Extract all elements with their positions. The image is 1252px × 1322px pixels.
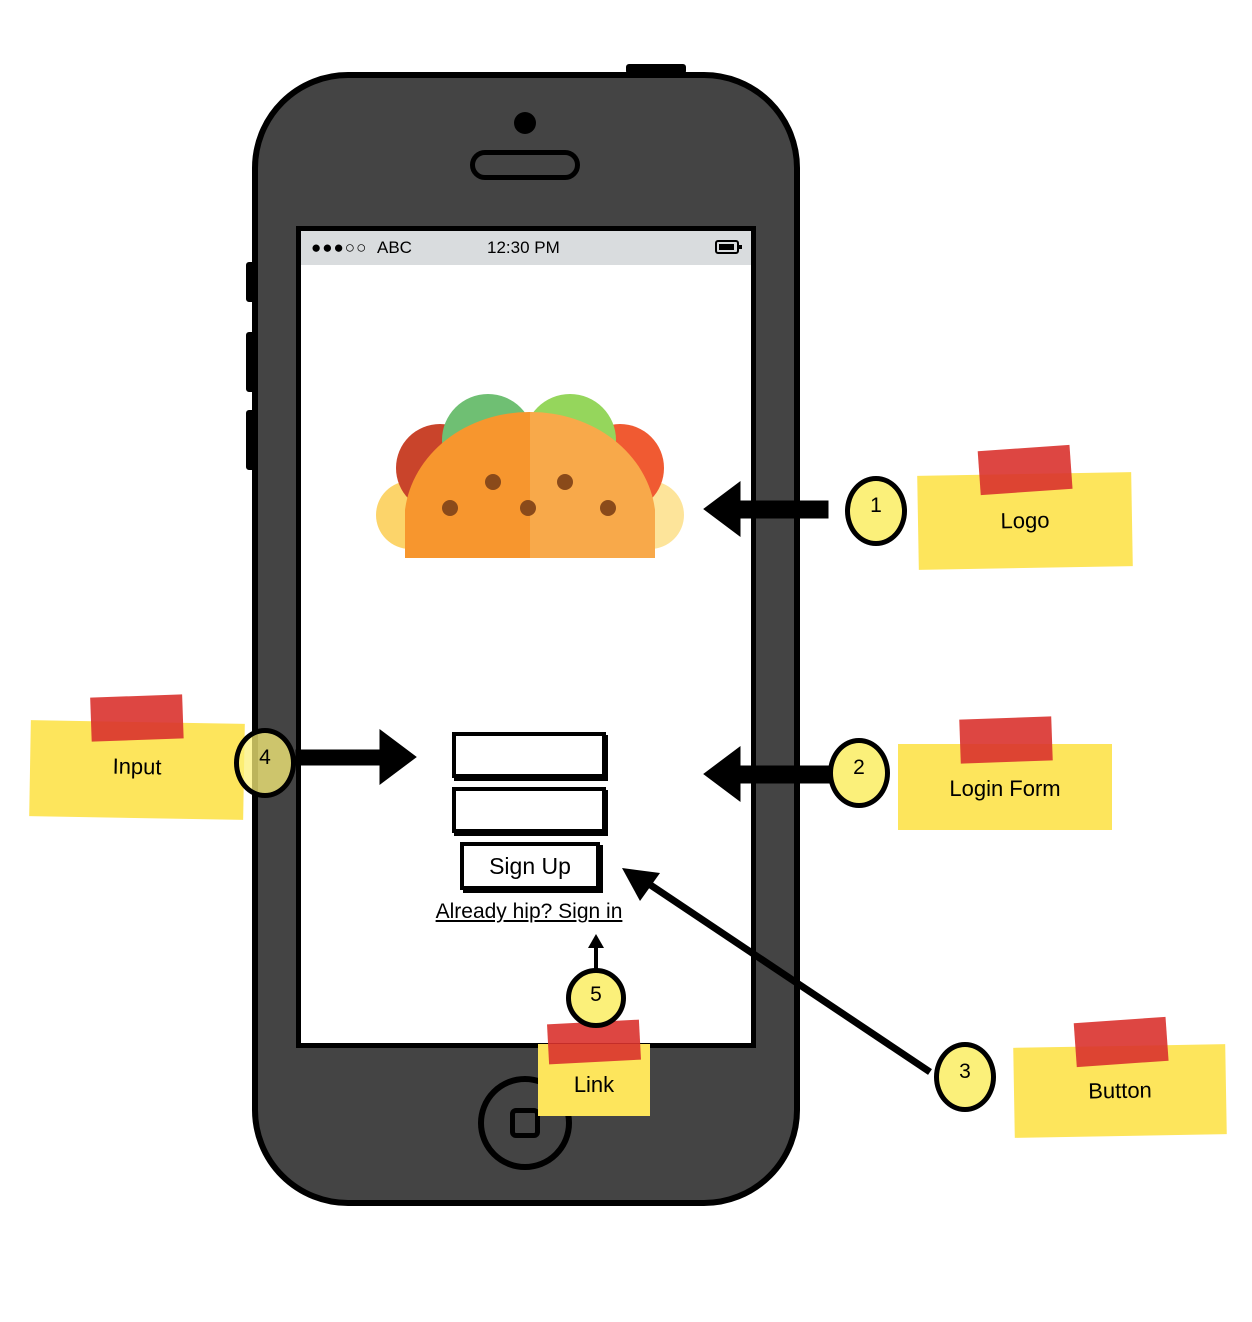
sticky-note-input: Input (29, 720, 245, 820)
arrow-4 (296, 730, 416, 784)
arrow-3 (622, 868, 930, 1072)
tape-icon (978, 445, 1073, 495)
tape-icon (1074, 1017, 1169, 1067)
arrow-2 (704, 747, 830, 801)
badge-5: 5 (566, 968, 626, 1028)
tape-icon (959, 716, 1052, 763)
arrow-1 (704, 482, 828, 536)
note-label-button: Button (1014, 1076, 1226, 1106)
sticky-note-button: Button (1013, 1044, 1227, 1138)
note-label-link: Link (538, 1072, 650, 1098)
tape-icon (90, 694, 183, 741)
sticky-note-link: Link (538, 1044, 650, 1116)
sticky-note-login-form: Login Form (898, 744, 1112, 830)
arrow-5 (588, 934, 604, 972)
badge-4: 4 (234, 728, 296, 798)
badge-1: 1 (845, 476, 907, 546)
note-label-login-form: Login Form (898, 776, 1112, 802)
sticky-note-logo: Logo (917, 472, 1133, 570)
note-label-input: Input (30, 752, 244, 782)
note-label-logo: Logo (918, 506, 1132, 536)
badge-2: 2 (828, 738, 890, 808)
badge-3: 3 (934, 1042, 996, 1112)
